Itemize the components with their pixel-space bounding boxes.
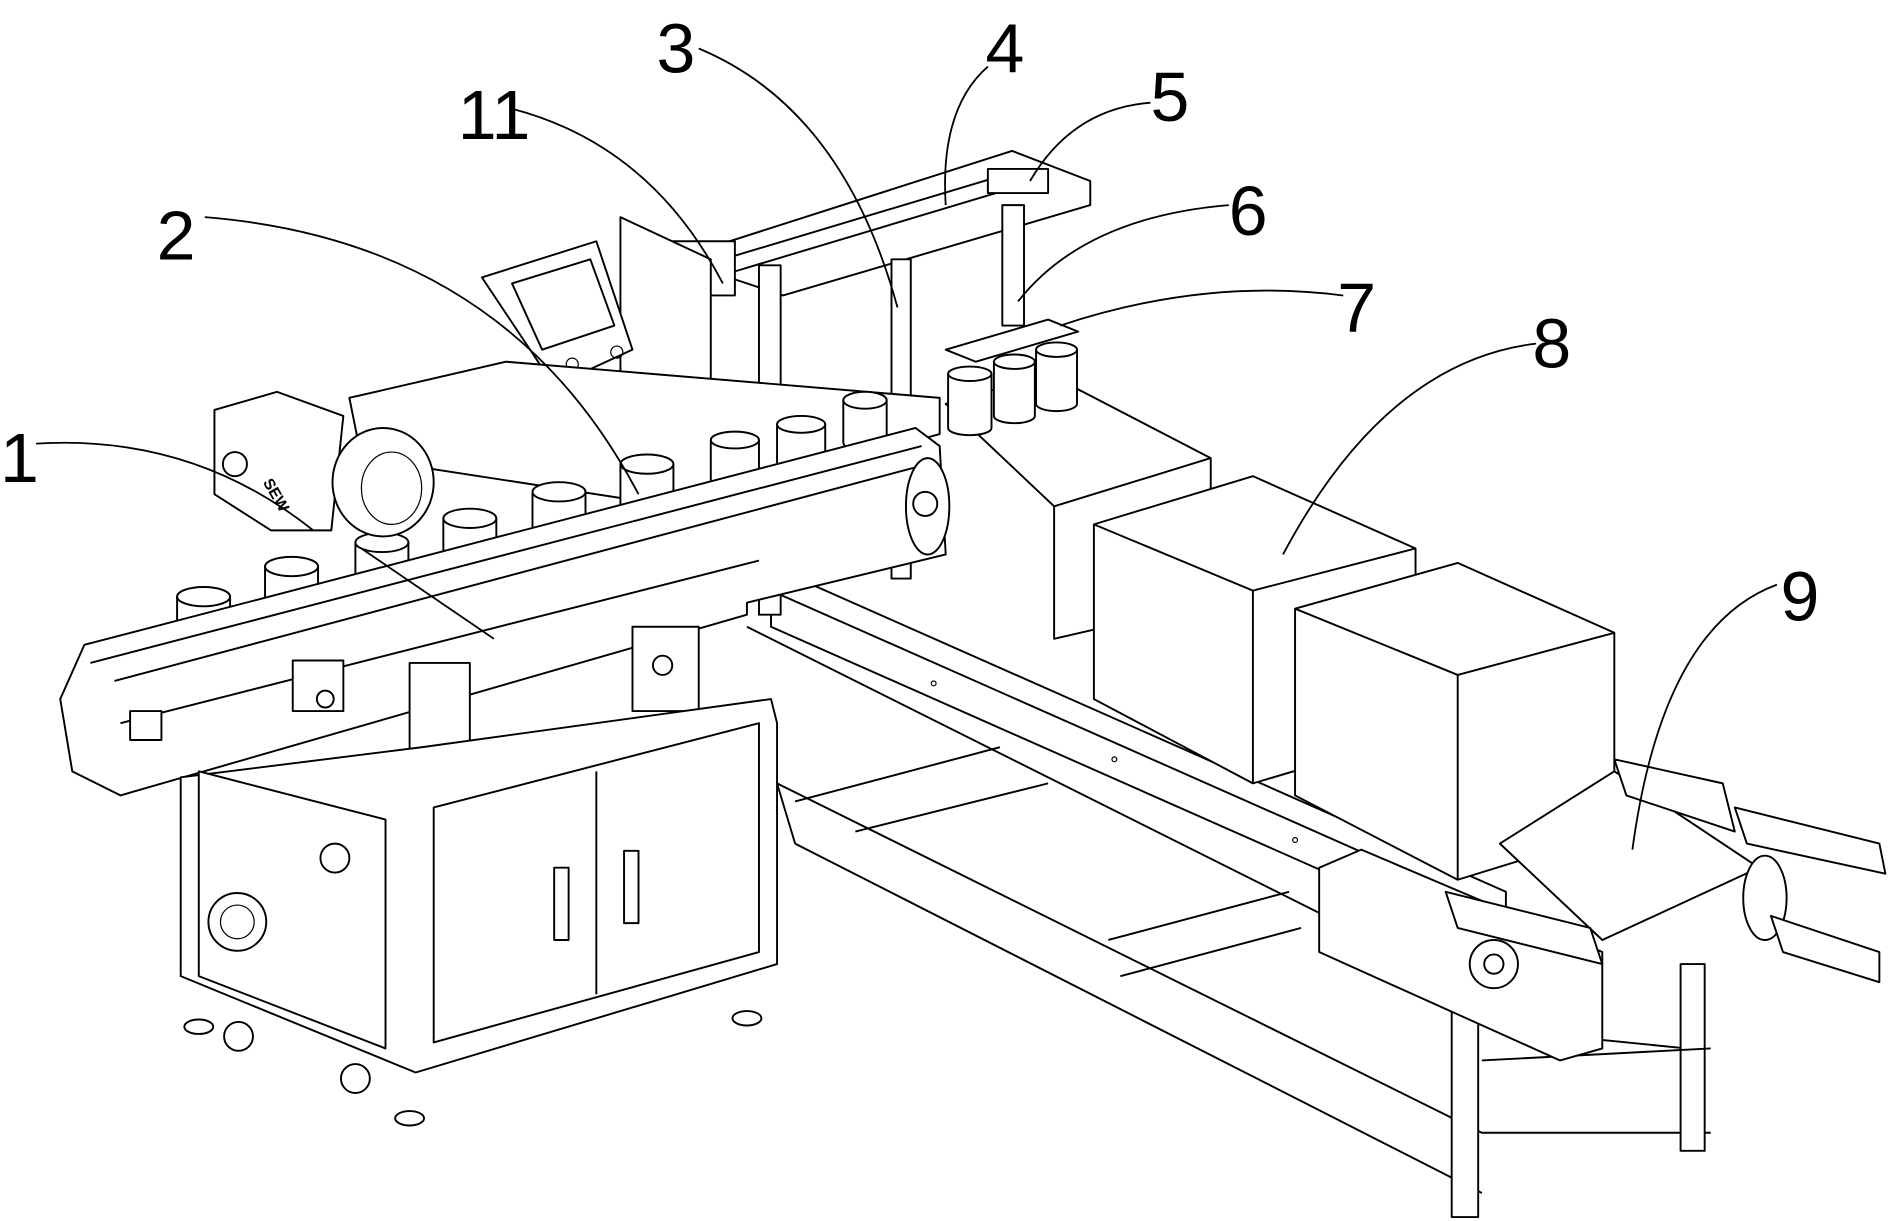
label-11: 11 [458, 76, 531, 154]
label-5: 5 [1151, 58, 1190, 136]
label-9: 9 [1781, 558, 1820, 636]
label-8: 8 [1532, 305, 1571, 383]
label-1: 1 [0, 419, 39, 497]
label-3: 3 [657, 10, 696, 88]
label-4: 4 [985, 10, 1024, 88]
label-2: 2 [157, 196, 196, 274]
electrical-cabinet [181, 699, 777, 1125]
label-7: 7 [1337, 269, 1376, 347]
label-6: 6 [1229, 172, 1268, 250]
